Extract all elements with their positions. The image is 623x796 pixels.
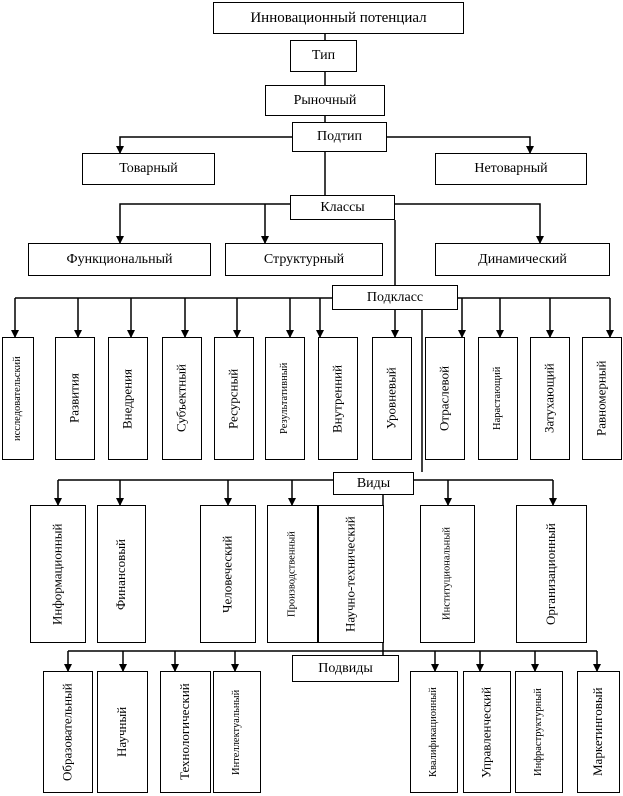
node-subviews: Подвиды bbox=[292, 655, 399, 682]
node-views: Виды bbox=[333, 472, 414, 495]
node-type: Тип bbox=[290, 40, 357, 72]
subclass-item: Внедрения bbox=[108, 337, 148, 460]
line-to-functional bbox=[116, 203, 290, 244]
subclass-item: Нарастающий bbox=[478, 337, 518, 460]
subview-item: Научный bbox=[97, 671, 148, 793]
subview-item: Инфраструктурный bbox=[515, 671, 563, 793]
subclass-item: Ресурсный bbox=[214, 337, 254, 460]
view-item: Финансовый bbox=[97, 505, 146, 643]
node-structural: Структурный bbox=[225, 243, 383, 276]
subclass-arrows bbox=[11, 298, 614, 338]
view-item: Научно-технический bbox=[318, 505, 384, 643]
line-to-dynamic bbox=[395, 203, 544, 244]
subview-item: Управленческий bbox=[463, 671, 511, 793]
node-dynamic: Динамический bbox=[435, 243, 610, 276]
view-item: Производственный bbox=[267, 505, 318, 643]
view-item: Информационный bbox=[30, 505, 86, 643]
views-arrows bbox=[54, 480, 557, 506]
node-subtype: Подтип bbox=[292, 122, 387, 152]
subclass-item: Результативный bbox=[265, 337, 305, 460]
line-to-noncommodity bbox=[387, 136, 534, 154]
subclass-item: Уровневый bbox=[372, 337, 412, 460]
view-item: Организационный bbox=[516, 505, 587, 643]
subclass-item: Отраслевой bbox=[425, 337, 465, 460]
subclass-item: Внутренний bbox=[318, 337, 358, 460]
node-market: Рыночный bbox=[265, 85, 385, 116]
node-classes: Классы bbox=[290, 195, 395, 220]
subclass-item: Развития bbox=[55, 337, 95, 460]
node-commodity: Товарный bbox=[82, 153, 215, 185]
subclass-item: Субъектный bbox=[162, 337, 202, 460]
view-item: Человеческий bbox=[200, 505, 256, 643]
line-to-commodity bbox=[116, 136, 292, 154]
subviews-arrows bbox=[64, 651, 601, 672]
subview-item: Технологический bbox=[160, 671, 211, 793]
subview-item: Маркетинговый bbox=[577, 671, 620, 793]
view-item: Институциональный bbox=[420, 505, 475, 643]
node-noncommodity: Нетоварный bbox=[435, 153, 587, 185]
node-subclass: Подкласс bbox=[332, 285, 458, 310]
node-root: Инновационный потенциал bbox=[213, 2, 464, 34]
subview-item: Интеллектуальный bbox=[213, 671, 261, 793]
subclass-item: исследовательский bbox=[2, 337, 34, 460]
subview-item: Квалификационный bbox=[410, 671, 458, 793]
subview-item: Образовательный bbox=[43, 671, 93, 793]
node-functional: Функциональный bbox=[28, 243, 211, 276]
subclass-item: Равномерный bbox=[582, 337, 622, 460]
subclass-item: Затухающий bbox=[530, 337, 570, 460]
